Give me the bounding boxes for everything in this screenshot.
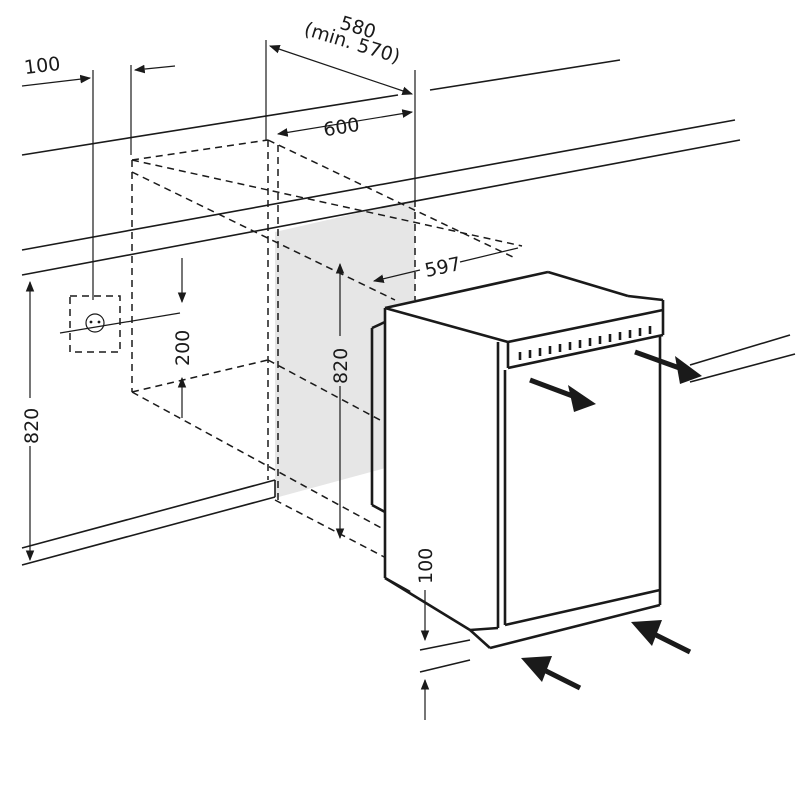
worktop	[21, 59, 741, 276]
air-out-arrow-front	[529, 377, 596, 412]
floor	[21, 479, 471, 673]
power-socket	[59, 295, 181, 353]
dimension-niche-height: 820	[18, 280, 43, 562]
dimension-socket-height: 200	[172, 258, 194, 418]
socket-height-label: 200	[172, 330, 194, 366]
dimension-plinth-height: 100	[415, 548, 437, 720]
dimension-niche-depth: 580 (min. 570)	[265, 12, 416, 200]
dimension-appliance-height: 820	[328, 262, 352, 540]
adjacent-cabinet	[689, 334, 796, 383]
air-out-arrow-right	[634, 349, 702, 384]
appliance-depth-label: 597	[423, 253, 463, 282]
dimension-socket-offset: 100	[21, 53, 176, 300]
plinth-height-label: 100	[415, 548, 437, 584]
airflow-arrows	[521, 349, 702, 691]
worktop-depth-label: 600	[322, 114, 361, 141]
appliance	[370, 270, 665, 650]
socket-offset-label: 100	[23, 53, 62, 79]
air-in-arrow-left	[521, 656, 582, 691]
niche-height-label: 820	[21, 408, 43, 444]
air-in-arrow-right	[631, 620, 692, 655]
appliance-height-label: 820	[330, 348, 352, 384]
ventilation-slots	[518, 326, 652, 360]
dimension-worktop-depth: 600	[276, 109, 414, 141]
